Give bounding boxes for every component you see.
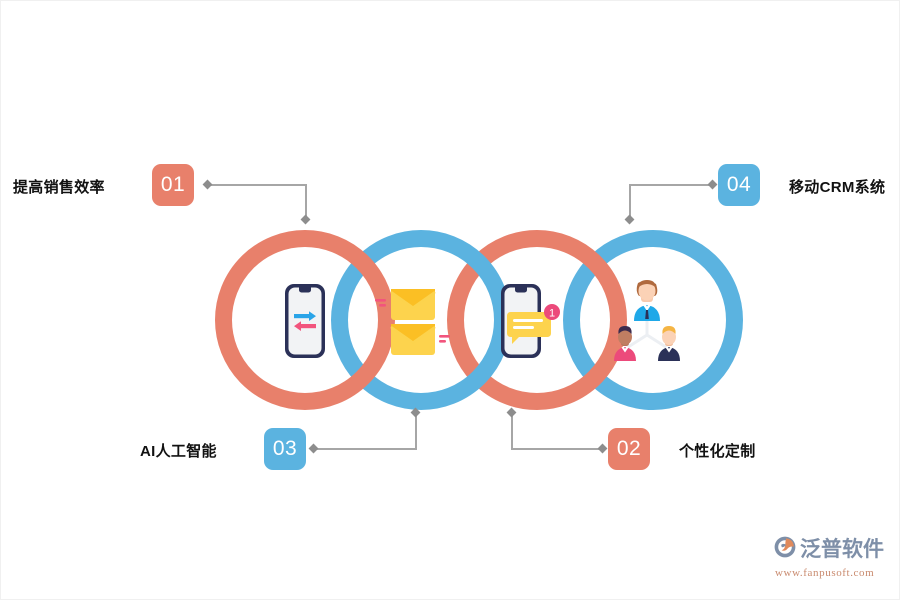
connector-03-vertical [415,412,417,450]
label-ai-artificial-intelligence: AI人工智能 [140,443,217,460]
connector-02-horizontal [511,448,603,450]
connector-02-start-marker [597,443,608,454]
phone-transfer-arrows-icon [265,281,345,361]
fanpusoft-logo: 泛普软件 www.fanpusoft.com [773,535,891,587]
connector-04-start-marker [707,179,718,190]
logo-top-row: 泛普软件 [773,535,884,564]
connector-02-end-marker [506,407,517,418]
connector-01-horizontal [207,184,307,186]
badge-02[interactable]: 02 [608,428,650,470]
connector-04-end-marker [624,214,635,225]
badge-03[interactable]: 03 [264,428,306,470]
logo-name: 泛普软件 [800,538,884,561]
label-mobile-crm-system: 移动CRM系统 [789,179,886,196]
badge-04[interactable]: 04 [718,164,760,206]
connector-03-start-marker [308,443,319,454]
team-org-chart-icon [597,277,697,365]
phone-chat-notification-icon: 1 [487,281,577,361]
label-improve-sales-efficiency: 提高销售效率 [13,179,105,196]
connector-01-end-marker [300,214,311,225]
connector-01-vertical [305,184,307,220]
fanpu-swoosh-icon [773,535,797,564]
label-personalized-customization: 个性化定制 [679,443,756,460]
logo-url: www.fanpusoft.com [775,567,875,579]
connector-01-start-marker [202,179,213,190]
envelopes-icon [373,281,469,361]
connector-02-vertical [511,412,513,450]
connector-04-vertical [629,184,631,220]
connector-04-horizontal [629,184,713,186]
connector-03-horizontal [313,448,417,450]
badge-01[interactable]: 01 [152,164,194,206]
svg-text:1: 1 [549,307,555,319]
